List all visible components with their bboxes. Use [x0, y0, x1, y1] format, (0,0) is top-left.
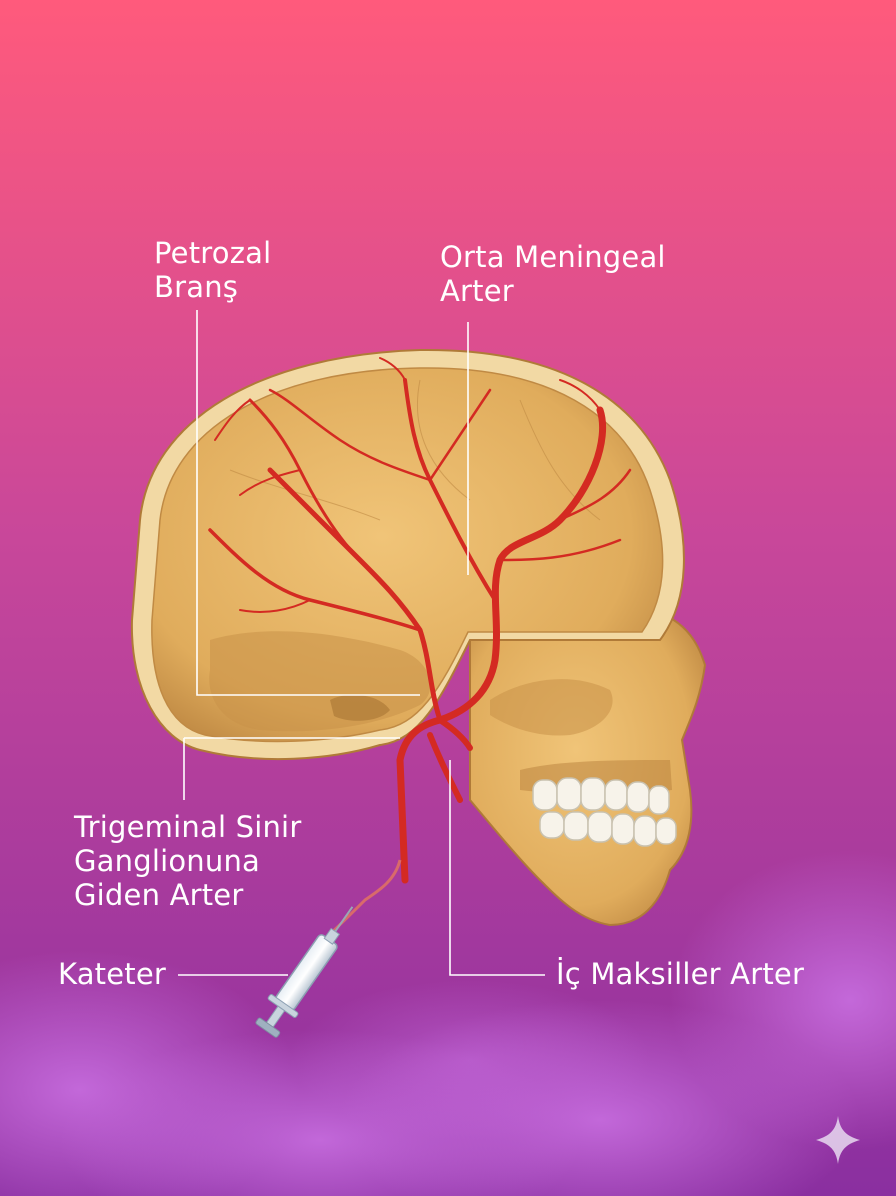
label-middle-meningeal-line1: Orta Meningeal	[440, 240, 666, 274]
label-trigeminal-line2: Ganglionuna	[74, 844, 260, 878]
leader-trigeminal	[183, 737, 400, 800]
label-trigeminal-line1: Trigeminal Sinir	[74, 810, 302, 844]
cloud-layer	[0, 850, 896, 1196]
label-middle-meningeal-artery: Orta Meningeal Arter	[440, 240, 666, 308]
label-internal-maxillary-text: İç Maksiller Arter	[556, 957, 805, 991]
artery-tree	[208, 357, 632, 884]
sparkle-icon	[816, 1116, 860, 1164]
label-middle-meningeal-line2: Arter	[440, 274, 514, 308]
teeth	[532, 777, 677, 847]
label-petrosal-line1: Petrozal	[154, 236, 272, 270]
leader-petrosal	[196, 310, 420, 696]
label-internal-maxillary-artery: İç Maksiller Arter	[556, 957, 804, 991]
syringe-icon	[255, 906, 354, 1038]
label-petrosal-line2: Branş	[154, 270, 239, 304]
label-trigeminal-artery: Trigeminal Sinir Ganglionuna Giden Arter	[74, 810, 301, 912]
label-petrosal-branch: Petrozal Branş	[154, 236, 271, 304]
leader-internal-maxillary	[449, 760, 545, 976]
label-catheter-text: Kateter	[58, 957, 167, 991]
cranium	[130, 348, 685, 761]
label-catheter: Kateter	[58, 957, 166, 991]
label-trigeminal-line3: Giden Arter	[74, 878, 244, 912]
face-bones	[469, 605, 707, 927]
leader-lines	[178, 310, 545, 976]
